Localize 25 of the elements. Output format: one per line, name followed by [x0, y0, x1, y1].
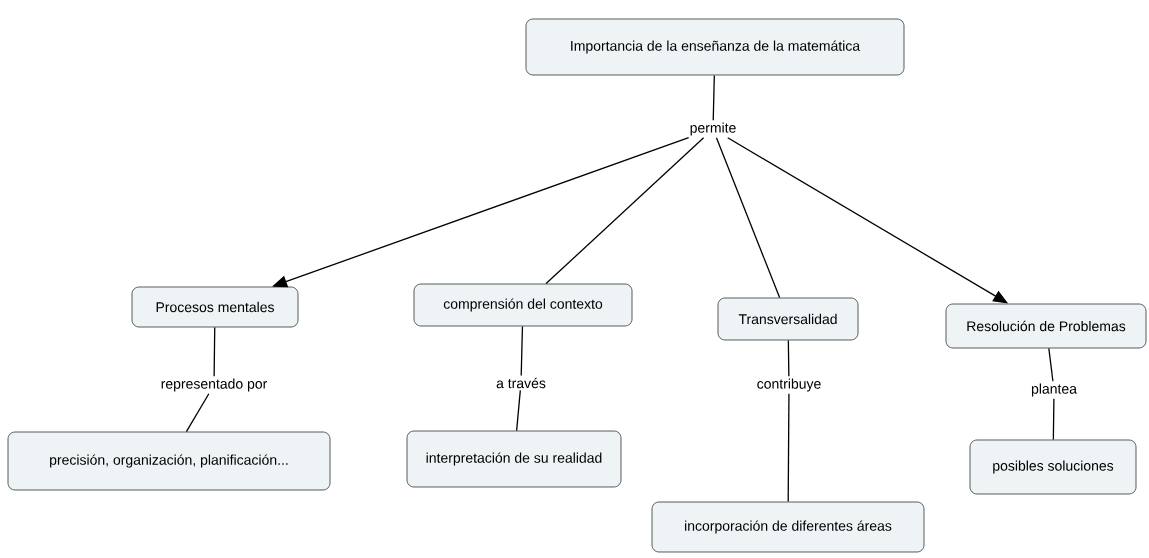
connector-line [545, 137, 705, 285]
connector-line [787, 393, 790, 503]
concept-box: precisión, organización, planificación... [7, 431, 331, 491]
concept-box: Resolución de Problemas [945, 303, 1147, 349]
linking-phrase: plantea [1029, 381, 1079, 399]
linking-phrase: permite [687, 120, 739, 138]
connector-line [715, 137, 781, 299]
linking-phrase: representado por [158, 376, 270, 394]
concept-box: posibles soluciones [969, 439, 1137, 495]
concept-box: comprensión del contexto [413, 283, 633, 327]
connector-line [712, 74, 715, 121]
connector-line [515, 389, 521, 432]
concept-box: Procesos mentales [131, 286, 299, 328]
connector-line [213, 326, 216, 377]
connector-line [185, 393, 210, 433]
connector-line [1048, 347, 1054, 382]
concept-box: Importancia de la enseñanza de la matemática [525, 18, 905, 76]
concept-box: interpretación de su realidad [406, 430, 622, 488]
linking-phrase: a través [494, 375, 548, 391]
connector-line [520, 325, 524, 377]
connector-line [1052, 398, 1055, 441]
concept-box: Transversalidad [717, 297, 859, 341]
linking-phrase: contribuye [754, 376, 824, 394]
connector-line [787, 339, 790, 377]
concept-box: incorporación de diferentes áreas [651, 501, 925, 553]
